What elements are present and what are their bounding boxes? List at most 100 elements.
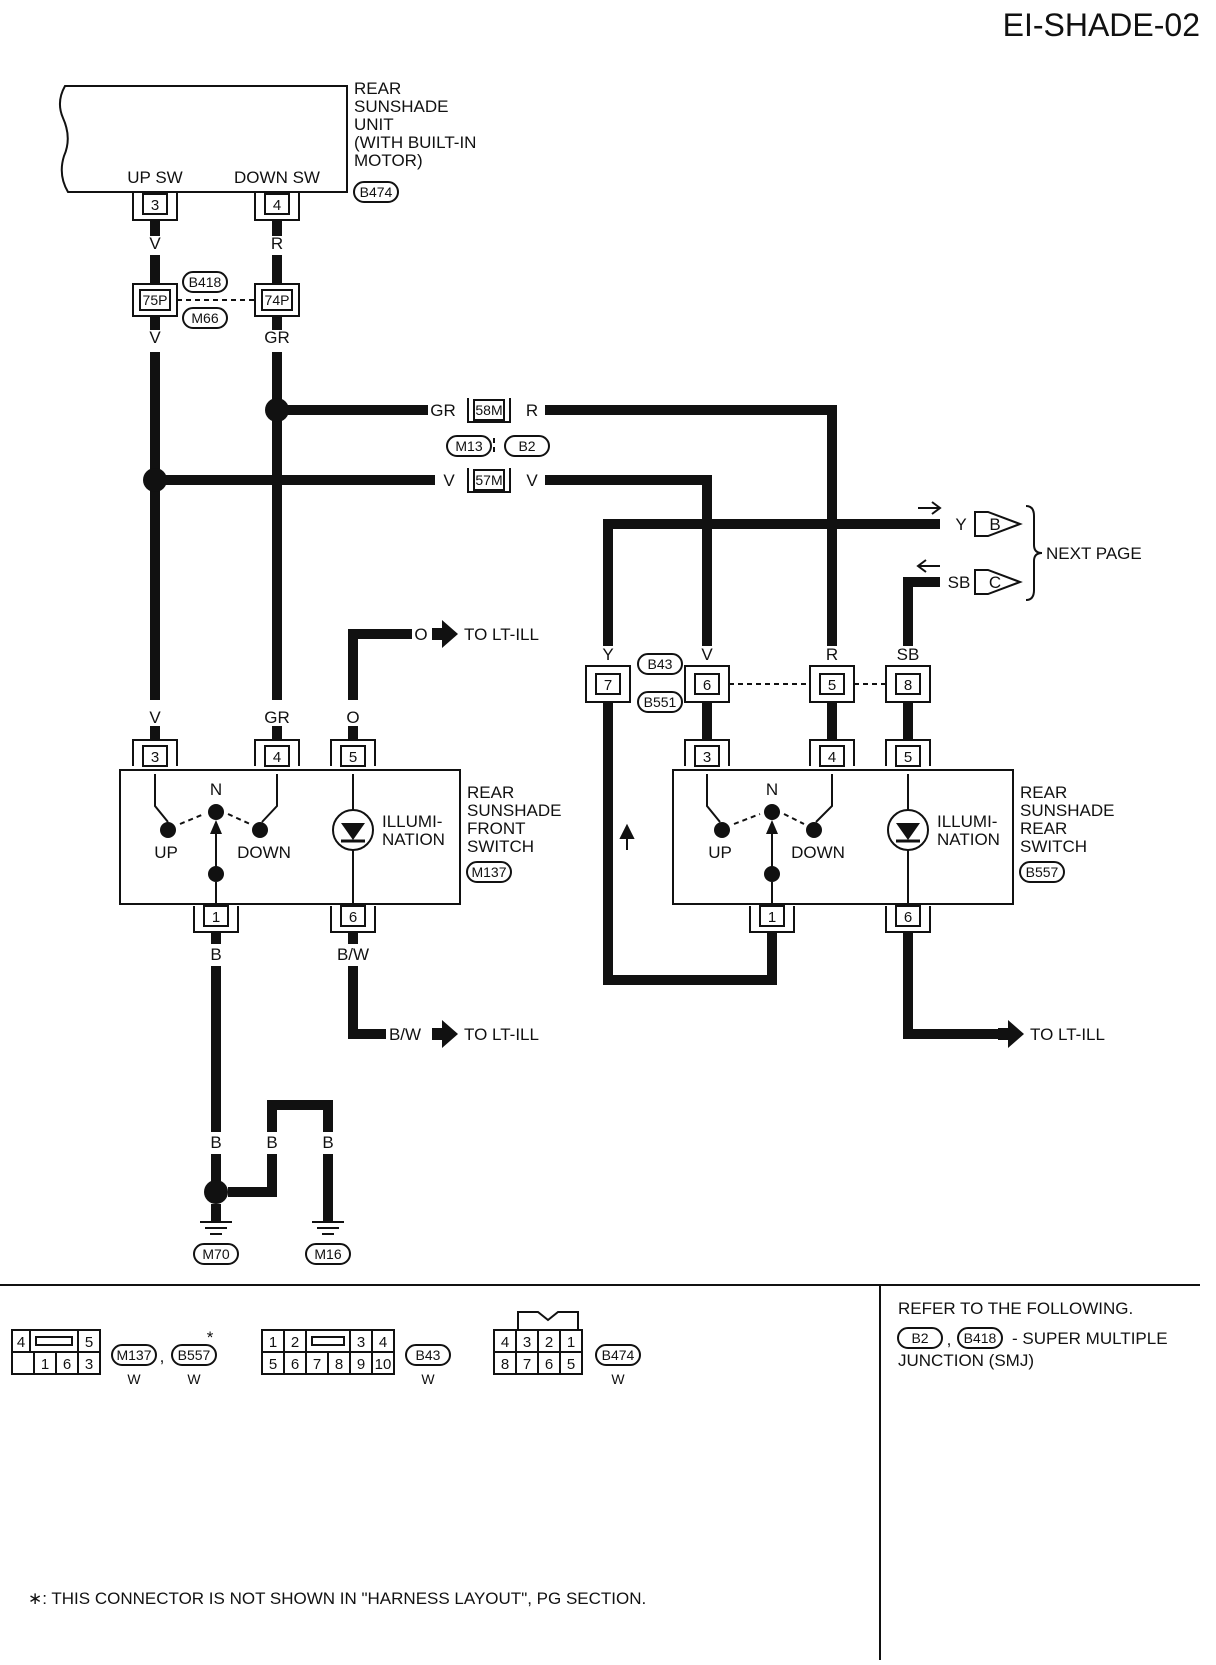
rs-pin6-box bbox=[895, 905, 921, 927]
joint-74p-text: 74P bbox=[265, 292, 290, 308]
cv1-star: * bbox=[207, 1328, 214, 1347]
cv3-b1: 7 bbox=[523, 1356, 531, 1373]
rs-n-label: N bbox=[766, 780, 778, 799]
fs-down-label: DOWN bbox=[237, 843, 291, 862]
up-sw-label: UP SW bbox=[127, 168, 182, 187]
cv1-color-1: W bbox=[127, 1371, 141, 1387]
wire-label-r-2: R bbox=[526, 401, 538, 420]
refer-desc2: JUNCTION (SMJ) bbox=[898, 1351, 1034, 1370]
next-c-text: C bbox=[989, 573, 1001, 592]
cv1-badge-m137 bbox=[111, 1344, 157, 1366]
cv3-t0: 4 bbox=[501, 1334, 509, 1351]
b43-pin6-box bbox=[694, 673, 720, 695]
arrow-y-up bbox=[619, 823, 635, 850]
wire-o-route bbox=[348, 629, 412, 700]
rs-up-contact bbox=[714, 822, 730, 838]
rs-pin3: 3 bbox=[703, 749, 711, 766]
wire-label-gr-2: GR bbox=[430, 401, 456, 420]
arrow-to-lt-ill-3 bbox=[998, 1020, 1024, 1048]
wire-label-o-2: O bbox=[346, 708, 359, 727]
refer-b2-badge bbox=[897, 1327, 943, 1349]
b474-badge-text: B474 bbox=[360, 184, 393, 200]
b557-badge-text: B557 bbox=[1026, 864, 1059, 880]
m13-badge-text: M13 bbox=[455, 438, 482, 454]
fs-pin3-bracket bbox=[132, 739, 178, 766]
cv3-t1: 3 bbox=[523, 1334, 531, 1351]
rs-down-lead bbox=[815, 774, 833, 823]
rs-pin1-box bbox=[759, 905, 785, 927]
wire-r-to-rear bbox=[545, 405, 837, 630]
next-page-brace bbox=[1025, 505, 1043, 601]
rs-label-3: REAR bbox=[1020, 819, 1067, 838]
b43-badge bbox=[637, 653, 683, 675]
rs-pin5-box bbox=[895, 745, 921, 767]
pin-58m-text: 58M bbox=[475, 402, 502, 418]
pin-up-num: 3 bbox=[151, 197, 159, 214]
fs-n-label: N bbox=[210, 780, 222, 799]
b43-pin6-bracket bbox=[684, 665, 730, 703]
rear-unit-label-5: MOTOR) bbox=[354, 151, 423, 170]
rs-label-2: SUNSHADE bbox=[1020, 801, 1114, 820]
to-lt-ill-3: TO LT-ILL bbox=[1030, 1025, 1105, 1044]
fs-label-2: SUNSHADE bbox=[467, 801, 561, 820]
to-lt-ill-2: TO LT-ILL bbox=[464, 1025, 539, 1044]
cv1-b0: 1 bbox=[41, 1356, 49, 1373]
connector-view-b43: 1 2 3 4 5 6 7 8 9 10 B43 W bbox=[261, 1329, 451, 1387]
cv3-hood bbox=[517, 1311, 579, 1330]
wire-label-sb-2: SB bbox=[897, 645, 920, 664]
rear-unit-label-4: (WITH BUILT-IN bbox=[354, 133, 476, 152]
rs-pin3-bracket bbox=[684, 739, 730, 766]
joint-75p-text: 75P bbox=[143, 292, 168, 308]
pin-box-up bbox=[142, 193, 168, 215]
wire-b-jumper-1 bbox=[228, 1154, 277, 1197]
cv2-t3: 4 bbox=[379, 1334, 387, 1351]
rs-up-label: UP bbox=[708, 843, 732, 862]
b418-badge-text: B418 bbox=[189, 274, 222, 290]
b43-pin7-bracket bbox=[585, 665, 631, 703]
cv2-b3: 8 bbox=[335, 1356, 343, 1373]
cv3-badge-text: B474 bbox=[602, 1347, 635, 1363]
fs-down-contact bbox=[252, 822, 268, 838]
refer-b418-badge bbox=[957, 1327, 1003, 1349]
cv3-b0: 8 bbox=[501, 1356, 509, 1373]
fs-down-lead bbox=[261, 774, 278, 823]
fs-pin4-box bbox=[264, 745, 290, 767]
joint-74p-box bbox=[261, 289, 293, 311]
m70-badge bbox=[193, 1243, 239, 1265]
cv3-color: W bbox=[611, 1371, 625, 1387]
fs-label-3: FRONT bbox=[467, 819, 526, 838]
cv1-sep: , bbox=[160, 1347, 165, 1366]
next-c-arrow bbox=[974, 569, 1023, 595]
ground-symbol-m70 bbox=[200, 1221, 232, 1235]
cv2-b2: 7 bbox=[313, 1356, 321, 1373]
m66-badge bbox=[182, 307, 228, 329]
rear-sunshade-unit-box bbox=[59, 85, 348, 193]
rs-pin6: 6 bbox=[904, 909, 912, 926]
m70-badge-text: M70 bbox=[202, 1246, 229, 1262]
wire-label-y-2: Y bbox=[602, 645, 613, 664]
fs-illum-diode bbox=[341, 823, 365, 840]
wire-label-bw-1: B/W bbox=[337, 945, 369, 964]
rs-pin4-bracket bbox=[809, 739, 855, 766]
wire-label-b-2: B bbox=[210, 1133, 221, 1152]
fs-pin5-bracket bbox=[330, 739, 376, 766]
wire-label-gr-3: GR bbox=[264, 708, 290, 727]
b557-badge bbox=[1019, 861, 1065, 883]
cv1-m137-text: M137 bbox=[116, 1347, 151, 1363]
m16-badge bbox=[305, 1243, 351, 1265]
refer-desc: - SUPER MULTIPLE bbox=[1012, 1329, 1168, 1348]
wire-rs-pin6-route bbox=[903, 932, 1002, 1039]
wire-label-y-1: Y bbox=[955, 515, 966, 534]
b43-pin8-box bbox=[895, 673, 921, 695]
fs-pin3-box bbox=[142, 745, 168, 767]
fs-label-4: SWITCH bbox=[467, 837, 534, 856]
rs-down-label: DOWN bbox=[791, 843, 845, 862]
fs-pin1-box bbox=[203, 905, 229, 927]
b2-badge-text: B2 bbox=[518, 438, 535, 454]
connector-view-m137-b557: 4 5 1 6 3 M137 , B557 * W W bbox=[11, 1328, 217, 1387]
m16-badge-text: M16 bbox=[314, 1246, 341, 1262]
joint-75p-bracket bbox=[132, 283, 178, 317]
wire-label-sb-1: SB bbox=[948, 573, 971, 592]
rear-unit-label-1: REAR bbox=[354, 79, 401, 98]
